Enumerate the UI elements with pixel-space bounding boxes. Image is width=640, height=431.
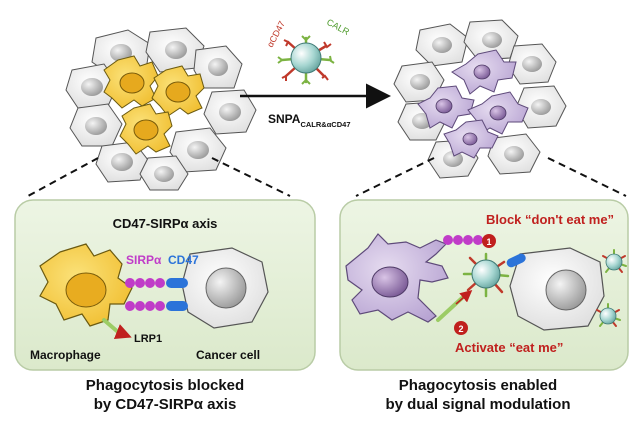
- caption-right-line1: Phagocytosis enabled: [398, 377, 558, 394]
- tumor-cluster-right: [393, 19, 567, 179]
- label-sirpa: SIRPα: [126, 253, 162, 267]
- label-cancer-cell: Cancer cell: [196, 348, 260, 362]
- cancer-cell: [393, 61, 445, 103]
- step-1-badge: 1: [482, 234, 496, 248]
- nanoparticle-bound: [462, 252, 510, 298]
- cancer-cell-closeup: [181, 247, 269, 329]
- sirpa-receptor-bottom: [125, 301, 165, 311]
- label-cd47-antibody: αCD47: [265, 19, 287, 49]
- svg-text:2: 2: [458, 324, 463, 334]
- formula-subscript: CALR&αCD47: [300, 120, 350, 129]
- cancer-cell: [463, 19, 519, 61]
- svg-text:1: 1: [486, 237, 491, 247]
- macrophage: [119, 103, 173, 155]
- cancer-cell: [487, 133, 541, 175]
- step-1-text: Block “don't eat me”: [486, 212, 614, 227]
- caption-left-line2: by CD47-SIRPα axis: [93, 396, 237, 413]
- nanoparticle-illustration: αCD47 CALR SNPACALR&αCD47: [240, 17, 391, 129]
- cancer-cell: [507, 43, 557, 85]
- cd47-receptor-top: [166, 278, 188, 288]
- left-panel-title: CD47-SIRPα axis: [113, 216, 218, 231]
- caption-left: Phagocytosis blocked by CD47-SIRPα axis: [15, 376, 315, 414]
- activated-macrophage: [451, 49, 517, 95]
- formula-main: SNPA: [268, 112, 301, 126]
- activated-macrophage-closeup: [345, 233, 449, 323]
- nanoparticle: [277, 35, 335, 85]
- tumor-cluster-left: [65, 27, 257, 191]
- cancer-cell: [169, 127, 227, 173]
- zoom-connectors: [27, 157, 627, 197]
- step-2-text: Activate “eat me”: [455, 340, 563, 355]
- cancer-cell: [69, 103, 123, 147]
- activated-macrophage: [417, 85, 475, 129]
- activated-macrophage: [443, 119, 499, 159]
- caption-left-line1: Phagocytosis blocked: [85, 377, 245, 394]
- macrophage: [151, 65, 205, 117]
- lrp1-receptor: [102, 318, 132, 339]
- cancer-cell: [139, 155, 189, 191]
- caption-right-line2: by dual signal modulation: [385, 396, 571, 413]
- nanoparticle-small: [596, 303, 621, 327]
- cancer-cell-closeup: [509, 247, 605, 331]
- sirpa-receptor: [443, 235, 483, 245]
- cancer-cell: [193, 45, 243, 89]
- left-panel: CD47-SIRPα axis SIR: [14, 199, 316, 371]
- macrophage-closeup: [39, 243, 133, 327]
- cd47-receptor-bottom: [166, 301, 188, 311]
- label-calr: CALR: [325, 17, 351, 37]
- step-2-badge: 2: [454, 321, 468, 335]
- label-macrophage: Macrophage: [30, 348, 101, 362]
- formula-label: SNPACALR&αCD47: [268, 112, 351, 129]
- caption-right: Phagocytosis enabled by dual signal modu…: [328, 376, 628, 414]
- sirpa-receptor-top: [125, 278, 165, 288]
- macrophage: [103, 55, 159, 109]
- nanoparticle-small: [602, 249, 627, 273]
- cd47-receptor: [506, 253, 526, 268]
- label-cd47: CD47: [168, 253, 199, 267]
- cancer-cell: [515, 85, 567, 129]
- lrp1-link: [436, 290, 473, 322]
- label-lrp1: LRP1: [134, 333, 162, 345]
- cancer-cell: [415, 23, 469, 67]
- cancer-cell: [65, 63, 119, 109]
- cancer-cell: [203, 89, 257, 135]
- right-panel: 1 Block “don't eat me” 2 Activate “eat m…: [339, 199, 629, 371]
